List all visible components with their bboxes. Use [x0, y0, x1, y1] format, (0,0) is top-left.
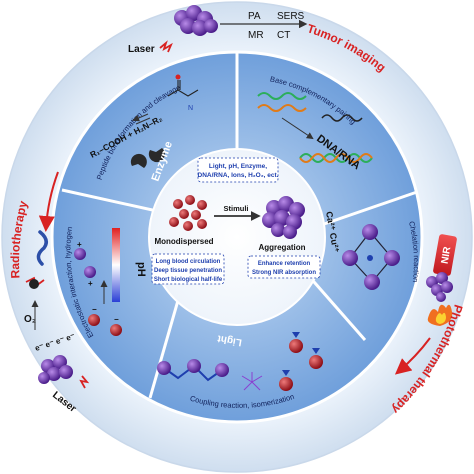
- laser-bolt-top-icon: [159, 40, 173, 53]
- aggregation-label: Aggregation: [258, 243, 305, 252]
- stimuli-arrow-label: Stimuli: [223, 204, 248, 213]
- left-box: [151, 253, 225, 285]
- ph-name: pH: [135, 262, 147, 277]
- dna-duplex-icon: [299, 153, 373, 163]
- red-spiked-particles-icon: [279, 332, 323, 391]
- right-box-line-2: Strong NIR absorption: [252, 270, 316, 276]
- right-box: [247, 255, 321, 279]
- sector-ions: Chelation reaction Ca²⁺ Cu²⁺: [324, 211, 421, 290]
- oxygen-label: O₂: [24, 314, 36, 325]
- svg-text:+: +: [77, 240, 82, 249]
- laser-label-top: Laser: [128, 44, 155, 55]
- stimuli-box: [197, 157, 279, 183]
- modality-sers: SERS: [277, 11, 305, 22]
- stimuli-box-line-1: Light, pH, Enzyme,: [209, 163, 267, 170]
- enzyme-pacman-icon-2: [130, 153, 147, 168]
- left-box-line-3: Short biological half-life: [154, 277, 223, 283]
- ph-gradient-bar: [112, 228, 120, 302]
- aggregate-center-icon: [262, 196, 305, 239]
- svg-text:−: −: [114, 315, 119, 324]
- modality-mr: MR: [248, 30, 264, 41]
- modality-pa: PA: [248, 11, 261, 22]
- modality-ct: CT: [277, 30, 290, 41]
- photothermal-arrow: [394, 337, 431, 375]
- chelate-cluster-icon: [342, 224, 400, 290]
- laser-bolt-left-icon: [79, 375, 90, 389]
- left-box-line-1: Long blood circulation: [156, 259, 221, 265]
- radiotherapy-arrow: [38, 171, 59, 232]
- nir-badge-label: NIR: [440, 245, 454, 265]
- monodispersed-particles-icon: [169, 195, 207, 231]
- aggregate-right-icon: [426, 272, 453, 302]
- light-name: Light: [216, 332, 243, 347]
- amide-structure-icon: [167, 80, 199, 97]
- light-burst-icon: [241, 372, 263, 391]
- center-panel: Light, pH, Enzyme, DNA/RNA, Ions, H₂O₂, …: [151, 157, 321, 285]
- stimuli-box-line-2: DNA/RNA, Ions, H₂O₂, ect.: [198, 172, 279, 179]
- aggregate-left-icon: [38, 355, 73, 384]
- charged-particles-icon: + + − −: [74, 240, 122, 336]
- dna-strand-icon: [36, 230, 48, 266]
- aggregate-top-icon: [174, 5, 218, 36]
- coupled-chain-icon: [157, 359, 229, 382]
- svg-text:−: −: [92, 305, 97, 314]
- svg-text:+: +: [88, 279, 93, 288]
- nir-badge: [433, 234, 457, 276]
- dna-strands-icon: [257, 92, 363, 122]
- left-box-line-2: Deep tissue penetration: [154, 268, 222, 274]
- enzyme-pacman-icon: [148, 148, 165, 163]
- monodispersed-label: Monodispersed: [154, 237, 213, 246]
- right-box-line-1: Enhance retention: [258, 261, 311, 267]
- svg-text:N: N: [188, 105, 193, 112]
